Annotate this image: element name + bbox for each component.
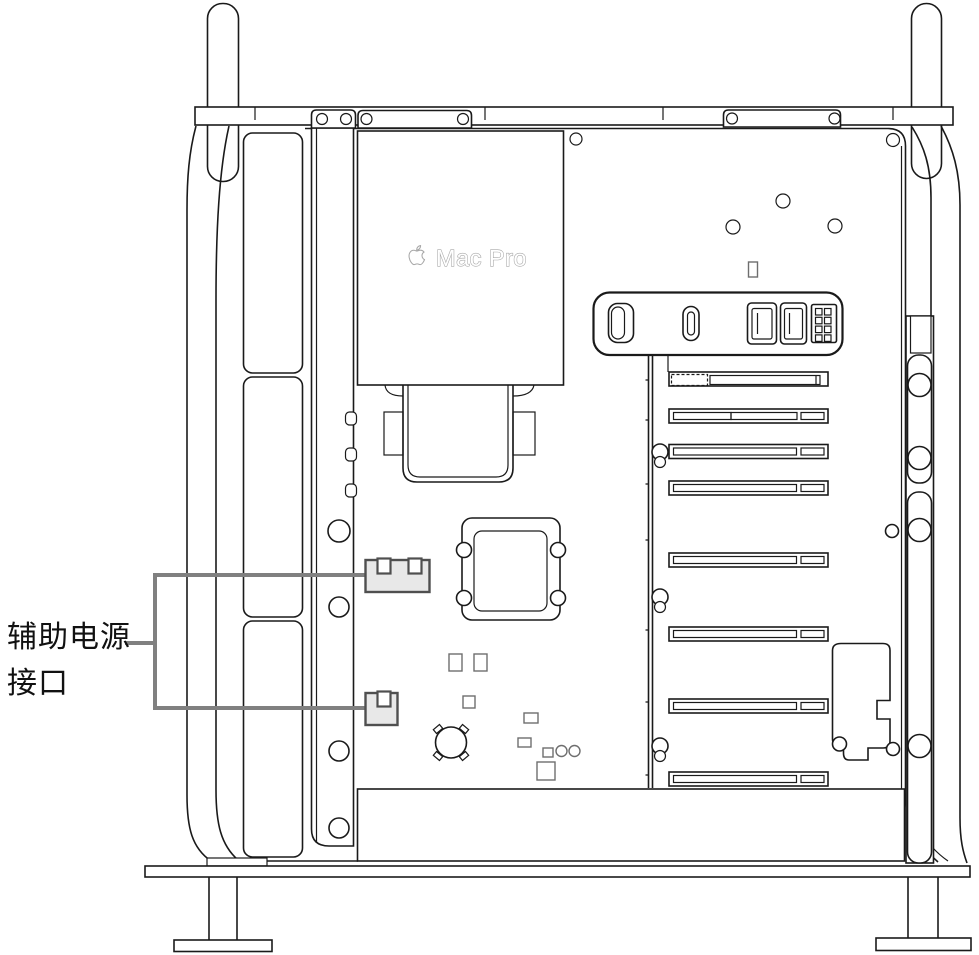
- rail-tab: [344, 411, 358, 426]
- right-handle: [910, 2, 943, 180]
- right-foot: [875, 869, 972, 952]
- rail-hole: [328, 817, 350, 839]
- left-frame: [186, 125, 239, 862]
- drive-bay-2: [242, 376, 304, 618]
- pcie-guide-rail: [645, 356, 669, 788]
- rail-pin: [651, 737, 669, 763]
- power-port: [607, 302, 635, 344]
- capacitor: [432, 723, 470, 762]
- bottom-stand-bar: [144, 865, 971, 878]
- lock-rail-hole: [907, 733, 932, 759]
- fan-side-tab: [512, 411, 536, 456]
- drive-bay-3: [242, 620, 304, 858]
- cpu-block: [455, 517, 567, 621]
- cpu-screw: [549, 541, 567, 559]
- cpu-screw: [549, 589, 567, 607]
- rail-peg: [885, 741, 901, 757]
- display-port-1: [746, 302, 778, 345]
- left-handle: [206, 2, 240, 183]
- left-support-rail: [310, 127, 358, 847]
- cpu-screw: [455, 589, 473, 607]
- pcie-slot-6: [668, 626, 829, 642]
- rail-pin: [651, 443, 669, 469]
- pcie-slot-4: [668, 480, 829, 496]
- bottom-band: [356, 788, 906, 862]
- pcie-slot-1: [668, 371, 829, 387]
- rail-hole: [327, 519, 351, 543]
- lock-rail-hole: [907, 445, 932, 471]
- aux-power-connector-2: [364, 690, 399, 727]
- apple-logo-icon: [408, 245, 426, 266]
- foot-mount-ledge: [206, 857, 268, 867]
- lock-rail-hole: [907, 372, 932, 398]
- board-components: [432, 653, 581, 781]
- rail-tab: [344, 483, 358, 498]
- cpu-screw: [455, 541, 473, 559]
- right-foot-base: [875, 937, 972, 952]
- top-bracket-psu: [357, 109, 473, 129]
- rail-pin: [651, 588, 669, 614]
- panel-slot-mark: [747, 261, 759, 278]
- fan-housing: [383, 384, 536, 483]
- rail-hole: [328, 740, 350, 762]
- aux-power-connector-1: [364, 557, 431, 594]
- rail-tab: [344, 447, 358, 462]
- pcie-slot-5: [668, 552, 829, 568]
- aux-power-label: 辅助电源 接口: [7, 615, 131, 707]
- display-port-2: [779, 302, 808, 345]
- mac-pro-logo: Mac Pro: [408, 244, 527, 272]
- pin-header-port: [810, 303, 838, 344]
- mac-pro-logo-text: Mac Pro: [436, 245, 527, 271]
- left-foot-base: [173, 939, 273, 953]
- panel-screw-holes: [569, 132, 901, 278]
- aux-power-label-line1: 辅助电源: [7, 621, 131, 654]
- rail-peg: [884, 523, 900, 539]
- drive-bay-1: [242, 132, 304, 374]
- pcie-slot-2: [668, 408, 829, 424]
- psu-cover: [356, 130, 565, 386]
- callout-lines: [125, 573, 371, 710]
- pcie-slot-7: [668, 698, 829, 714]
- io-panel: [592, 291, 844, 357]
- usb-c-port: [682, 305, 700, 342]
- left-foot: [173, 869, 273, 953]
- plate-screw: [831, 736, 848, 752]
- right-lock-rail: [905, 315, 935, 864]
- back-panel: [305, 127, 907, 789]
- top-bracket-left: [310, 109, 357, 129]
- lock-rail-hole: [907, 517, 932, 543]
- fan-side-tab: [383, 411, 404, 456]
- aux-power-label-line2: 接口: [7, 667, 69, 700]
- rail-hole: [328, 596, 350, 618]
- ssd-cover-plate: [831, 642, 891, 761]
- pcie-slot-3: [668, 443, 829, 460]
- top-bracket-right: [722, 109, 842, 128]
- pcie-slot-8: [668, 771, 829, 787]
